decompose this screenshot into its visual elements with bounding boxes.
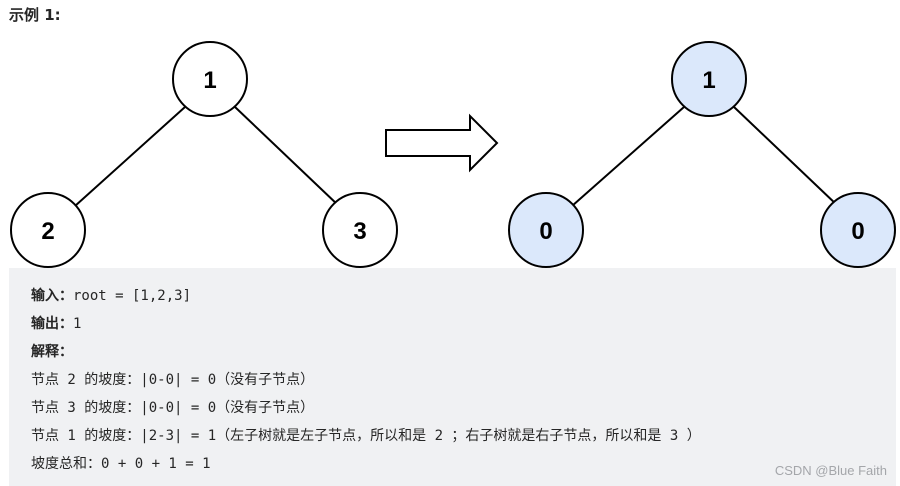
explanation-text-line: 节点 3 的坡度：|0-0| = 0（没有子节点） xyxy=(31,400,315,416)
input-line: 输入：root = [1,2,3] xyxy=(31,282,896,310)
tree-before-root-node: 1 xyxy=(172,41,248,117)
tree-after-root-label: 1 xyxy=(702,67,715,94)
tree-after-edge-left xyxy=(571,106,685,207)
explanation-text-line: 坡度总和：0 + 0 + 1 = 1 xyxy=(31,456,211,472)
transform-arrow xyxy=(385,113,499,173)
tree-after-edge-right xyxy=(733,106,839,207)
tree-after-left-label: 0 xyxy=(539,218,552,245)
tree-before-edge-right xyxy=(234,106,340,207)
output-label: 输出： xyxy=(31,316,73,332)
tree-after-root-node: 1 xyxy=(671,41,747,117)
tree-after-right-node: 0 xyxy=(820,192,896,268)
explanation-text-line: 节点 1 的坡度：|2-3| = 1（左子树就是左子节点，所以和是 2 ；右子树… xyxy=(31,428,701,444)
tree-before-right-label: 3 xyxy=(353,218,366,245)
input-value: root = [1,2,3] xyxy=(73,288,192,304)
csdn-watermark: CSDN @Blue Faith xyxy=(774,463,887,478)
explanation-label: 解释： xyxy=(31,344,73,360)
input-label: 输入： xyxy=(31,288,73,304)
tree-before-root-label: 1 xyxy=(203,67,216,94)
tree-before-left-label: 2 xyxy=(41,218,54,245)
explanation-line: 解释： xyxy=(31,338,896,366)
tree-before-edge-left xyxy=(74,106,186,207)
explanation-text-line: 节点 2 的坡度：|0-0| = 0（没有子节点） xyxy=(31,372,315,388)
output-value: 1 xyxy=(73,316,82,332)
tree-after-left-node: 0 xyxy=(508,192,584,268)
tree-before-left-node: 2 xyxy=(10,192,86,268)
tree-diagram: 1 2 3 1 0 0 xyxy=(10,41,896,268)
example-code-block: 输入：root = [1,2,3] 输出：1 解释： 节点 2 的坡度：|0-0… xyxy=(9,268,896,486)
output-line: 输出：1 xyxy=(31,310,896,338)
tree-before-right-node: 3 xyxy=(322,192,398,268)
tree-after-right-label: 0 xyxy=(851,218,864,245)
example-title: 示例 1: xyxy=(9,6,61,24)
